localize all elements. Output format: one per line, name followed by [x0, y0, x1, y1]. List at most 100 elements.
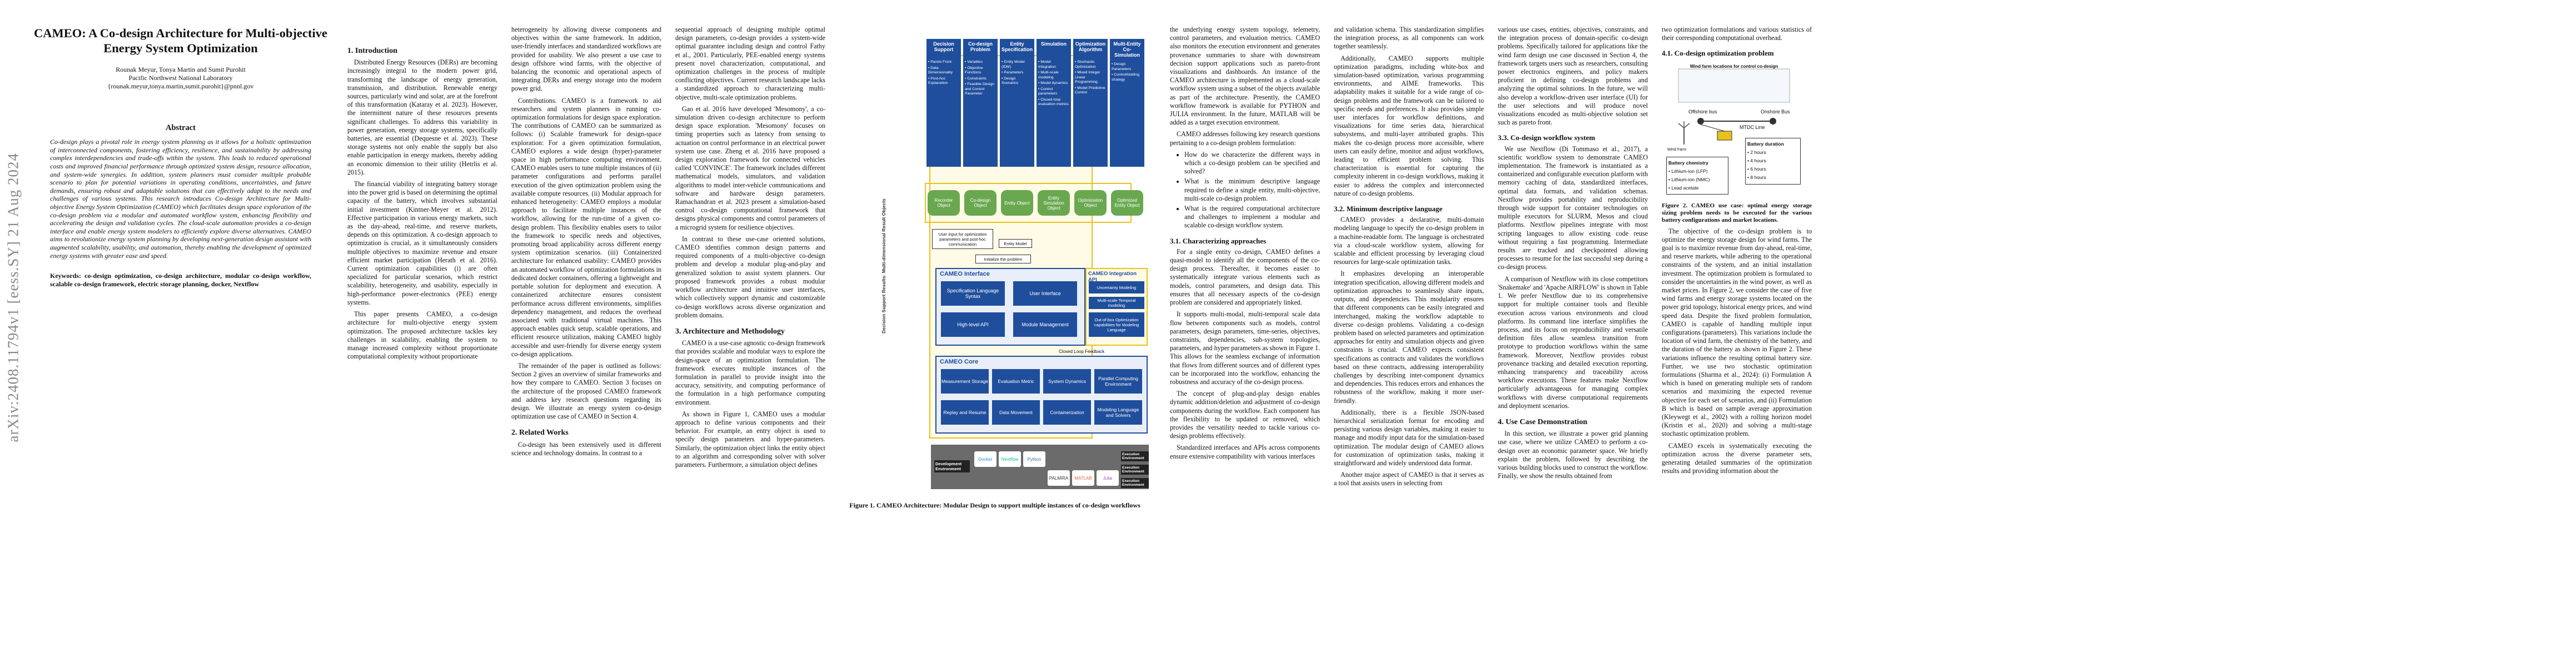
header-item: • Variables	[965, 60, 983, 64]
interface-box: User Interface	[1013, 281, 1077, 306]
section-4-heading: 4. Use Case Demonstration	[1498, 417, 1587, 426]
header-title: Co-design Problem	[968, 41, 993, 52]
label-windfarm: Wind Farm	[1667, 147, 1687, 152]
column-4: sequential approach of designing multipl…	[675, 26, 825, 659]
paragraph: CAMEO excels in systematically executing…	[1662, 441, 1812, 475]
paragraph: two optimization formulations and variou…	[1662, 26, 1812, 42]
research-questions: How do we characterize the different way…	[1170, 151, 1320, 230]
paragraph: The concept of plug-and-play design enab…	[1170, 390, 1320, 440]
object-node: Optimized Entity Object	[1111, 190, 1143, 216]
header-item: • Control/bidding strategy	[1112, 73, 1139, 82]
list-item: What is the required computational archi…	[1184, 205, 1320, 230]
figure-2-caption: Figure 2. CAMEO use case: optimal energy…	[1662, 202, 1812, 223]
exec-env-label: Execution Environment	[1121, 478, 1149, 488]
header-item: • Parameters	[1001, 71, 1024, 74]
header-box: Multi-Entity Co-Simulation • Design Param…	[1110, 39, 1144, 167]
keywords-text: co-design optimization, co-design archit…	[50, 272, 312, 288]
chem-item: • Lithium-ion (LFP)	[1668, 168, 1708, 174]
paragraph: CAMEO addresses following key research q…	[1170, 130, 1320, 147]
chem-item: • Lithium-ion (NMC)	[1668, 177, 1710, 183]
paragraph: We use Nextflow (Di Tommaso et al., 2017…	[1498, 145, 1648, 271]
dur-text: 6 hours	[1750, 166, 1766, 172]
header-item: • Mixed Integer Linear Programming	[1075, 71, 1100, 84]
paragraph: In contrast to these use-case oriented s…	[675, 235, 825, 319]
dur-item: • 8 hours	[1747, 175, 1766, 181]
section-3-1-heading: 3.1. Characterizing approaches	[1170, 236, 1267, 245]
abstract-text: Co-design plays a pivotal role in energy…	[50, 138, 311, 260]
core-box: Data Movement	[992, 400, 1040, 425]
paragraph: Another major aspect of CAMEO is that it…	[1334, 471, 1484, 487]
paragraph: This paper presents CAMEO, a co-design a…	[347, 310, 497, 361]
battery-chemistry-box: Battery chemistry • Lithium-ion (LFP) • …	[1666, 156, 1728, 195]
header-item: • Model dynamics	[1038, 81, 1068, 85]
core-box: Measurement Storage	[941, 369, 989, 394]
header-item: • Data Dimensionality	[928, 66, 953, 75]
column-7: various use cases, entities, objectives,…	[1498, 26, 1648, 659]
integration-box: Uncertainty Modeling	[1089, 281, 1144, 293]
figure-1-caption: Figure 1. CAMEO Architecture: Modular De…	[849, 501, 1140, 509]
section-3-3-heading: 3.3. Co-design workflow system	[1498, 133, 1596, 142]
paragraph: sequential approach of designing multipl…	[675, 26, 825, 101]
core-box: Containerization	[1043, 400, 1091, 425]
battery-icon	[1717, 131, 1732, 141]
abstract-heading: Abstract	[166, 123, 196, 132]
header-box: Entity Specification• Entity Model (IDM)…	[1000, 39, 1034, 167]
flow-label-entity-model: Entity Model	[999, 239, 1032, 248]
paragraph: Gao et al. 2016 have developed 'Mesomony…	[675, 104, 825, 231]
header-item: • Design Scenarios	[1001, 76, 1019, 86]
paragraph: Additionally, CAMEO supports multiple op…	[1334, 54, 1484, 197]
paragraph: the underlying energy system topology, t…	[1170, 26, 1320, 127]
header-box: Co-design Problem • Variables • Objective …	[963, 39, 998, 167]
paragraph: The remainder of the paper is outlined a…	[511, 361, 661, 421]
paragraph: As shown in Figure 1, CAMEO uses a modul…	[675, 410, 825, 469]
core-box: System Dynamics	[1043, 369, 1091, 394]
header-title: Optimization Algorithm	[1075, 41, 1106, 52]
figure-side-label: Decision Support Results: Multi-dimensio…	[881, 198, 886, 334]
section-arch-heading: 3. Architecture and Methodology	[675, 327, 785, 336]
integration-title: CAMEO Integration API	[1088, 271, 1137, 283]
dev-env-label: Development Environment	[934, 460, 970, 472]
logo-palmira: PALMIRA	[1048, 470, 1070, 486]
header-item: • Post-hoc Explanation	[928, 76, 948, 86]
flow-label-initialize: Initialize the problem	[975, 255, 1031, 263]
paragraph: In this section, we illustrate a power g…	[1498, 430, 1648, 480]
paragraph: various use cases, entities, objectives,…	[1498, 26, 1648, 127]
paragraph: Distributed Energy Resources (DERs) are …	[347, 58, 497, 176]
integration-box: Out-of-box Optimization capabilities for…	[1089, 312, 1144, 337]
dur-title: Battery duration	[1747, 141, 1784, 147]
logo-matlab: MATLAB	[1072, 470, 1094, 486]
exec-env-label: Execution Environment	[1121, 451, 1149, 461]
chem-item: • Lead acetate	[1668, 185, 1699, 191]
object-node: Co-design Object	[964, 190, 996, 216]
paragraph: Co-design has been extensively used in d…	[511, 440, 661, 457]
header-title: Entity Specification	[1001, 41, 1033, 52]
dur-text: 4 hours	[1750, 158, 1766, 164]
logo-julia: Julia	[1097, 470, 1119, 486]
chem-text: Lithium-ion (NMC)	[1671, 177, 1710, 183]
header-item: • Constraints	[965, 76, 986, 81]
arxiv-id: arXiv:2408.11794v1 [eess.SY] 21 Aug 2024	[4, 153, 22, 442]
header-item: • Closed loop evaluation metrics	[1038, 97, 1069, 107]
section-related-heading: 2. Related Works	[511, 429, 569, 437]
column-6: and validation schema. This standardizat…	[1334, 26, 1484, 659]
paragraph: It supports multi-modal, multi-temporal …	[1170, 310, 1320, 386]
dur-item: • 6 hours	[1747, 166, 1766, 172]
paragraph: Contributions. CAMEO is a framework to a…	[511, 96, 661, 358]
dur-text: 8 hours	[1750, 175, 1766, 181]
header-item: • Design Parameters	[1112, 62, 1132, 71]
header-title: Decision Support	[933, 41, 954, 52]
header-item: • Model Integration	[1038, 60, 1057, 69]
keywords: Keywords: co-design optimization, co-des…	[50, 272, 311, 288]
paragraph: A comparison of Nextflow with its close …	[1498, 275, 1648, 410]
paragraph: and validation schema. This standardizat…	[1334, 26, 1484, 51]
affiliation: Pacific Northwest National Laboratory	[128, 74, 233, 82]
object-node: Optimization Object	[1074, 190, 1107, 216]
label-offshore: Offshore bus	[1688, 108, 1717, 115]
header-title: Multi-Entity Co-Simulation	[1113, 41, 1141, 58]
header-item: • Objective Functions	[965, 66, 983, 75]
paragraph: Standardized interfaces and APIs across …	[1170, 444, 1320, 460]
column-1: CAMEO: A Co-design Architecture for Mult…	[33, 26, 328, 288]
onshore-bus-icon	[1770, 117, 1776, 125]
map-frame	[1678, 68, 1790, 103]
figure-2-diagram	[1678, 68, 1790, 145]
